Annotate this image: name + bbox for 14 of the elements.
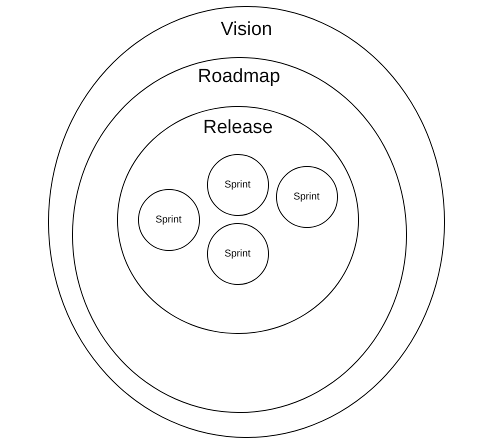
sprint-circle xyxy=(206,154,268,216)
nested-circle xyxy=(48,6,445,438)
sprint-circle xyxy=(276,166,338,228)
sprint-circle xyxy=(138,188,200,250)
circle-title: Roadmap xyxy=(198,66,280,88)
circle-label: Sprint xyxy=(224,179,251,190)
circle-title: Release xyxy=(203,117,273,139)
nested-circle xyxy=(72,56,406,412)
circle-label: Sprint xyxy=(155,214,182,225)
circle-label: Sprint xyxy=(224,248,251,259)
sprint-circle xyxy=(206,222,268,284)
circle-label: Sprint xyxy=(293,191,320,202)
nested-circle xyxy=(117,106,359,334)
circle-title: Vision xyxy=(220,19,272,41)
